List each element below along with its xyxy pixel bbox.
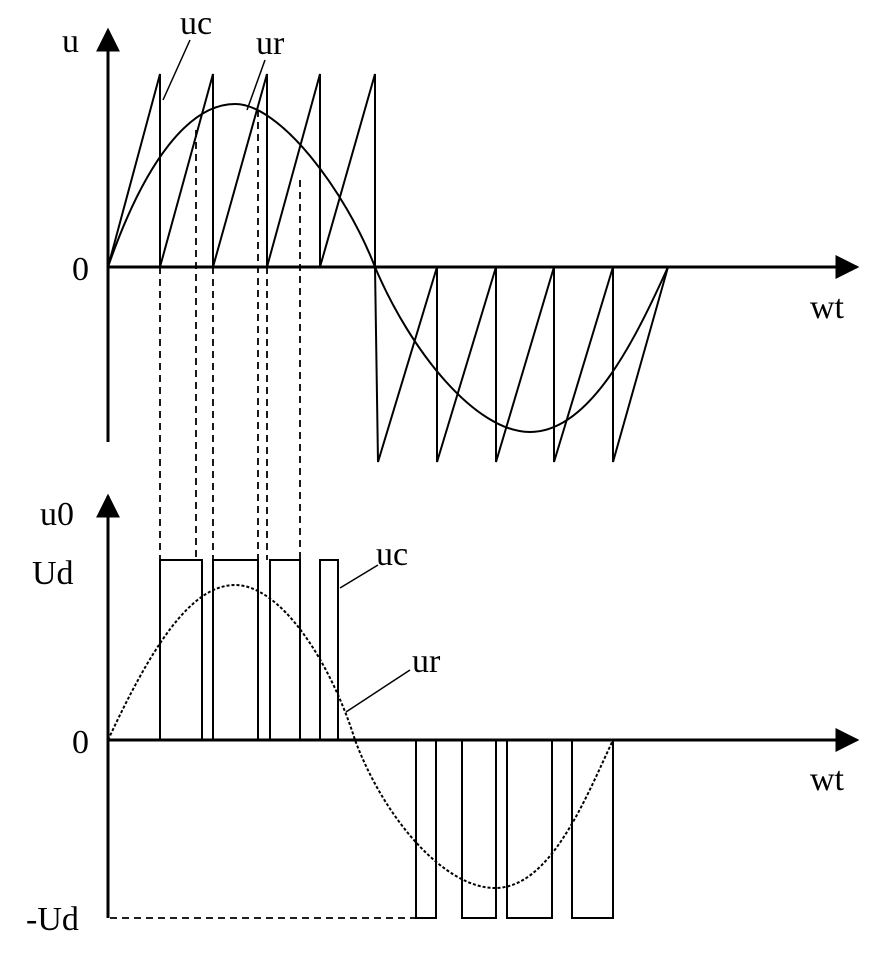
top-carrier-positive [107, 73, 376, 268]
top-carrier-leader [162, 39, 191, 101]
negative-pulse [506, 739, 553, 919]
top-reference-label: ur [256, 25, 285, 62]
top-y-axis-label: u [62, 23, 79, 60]
positive-pulse [269, 559, 301, 741]
bottom-reference-sine [107, 583, 614, 890]
bottom-reference-leader [345, 669, 411, 713]
top-carrier-label: uc [180, 5, 212, 42]
top-reference-sine [107, 102, 669, 434]
top-x-axis-label: wt [810, 289, 845, 326]
positive-pulse [319, 559, 339, 741]
bottom-reference-label: ur [412, 643, 441, 680]
top-origin-label: 0 [72, 251, 89, 288]
bottom-carrier-label: uc [376, 536, 408, 573]
top-reference-leader [246, 59, 266, 111]
negative-pulse [571, 739, 614, 919]
bottom-plot: u0 Ud 0 -Ud wt uc ur [26, 493, 860, 938]
top-carrier-negative [374, 266, 669, 463]
projection-lines [159, 110, 301, 560]
top-plot: u 0 wt uc ur [62, 5, 860, 463]
negative-pulse [415, 739, 437, 919]
neg-ud-level-label: -Ud [26, 901, 79, 938]
negative-pulse [461, 739, 497, 919]
positive-pulse [212, 559, 259, 741]
bottom-x-axis-label: wt [810, 761, 845, 798]
bottom-y-axis-label: u0 [40, 496, 74, 533]
ud-level-label: Ud [32, 555, 74, 592]
positive-pulse [159, 559, 203, 741]
bottom-origin-label: 0 [72, 724, 89, 761]
bottom-carrier-leader [339, 564, 379, 589]
